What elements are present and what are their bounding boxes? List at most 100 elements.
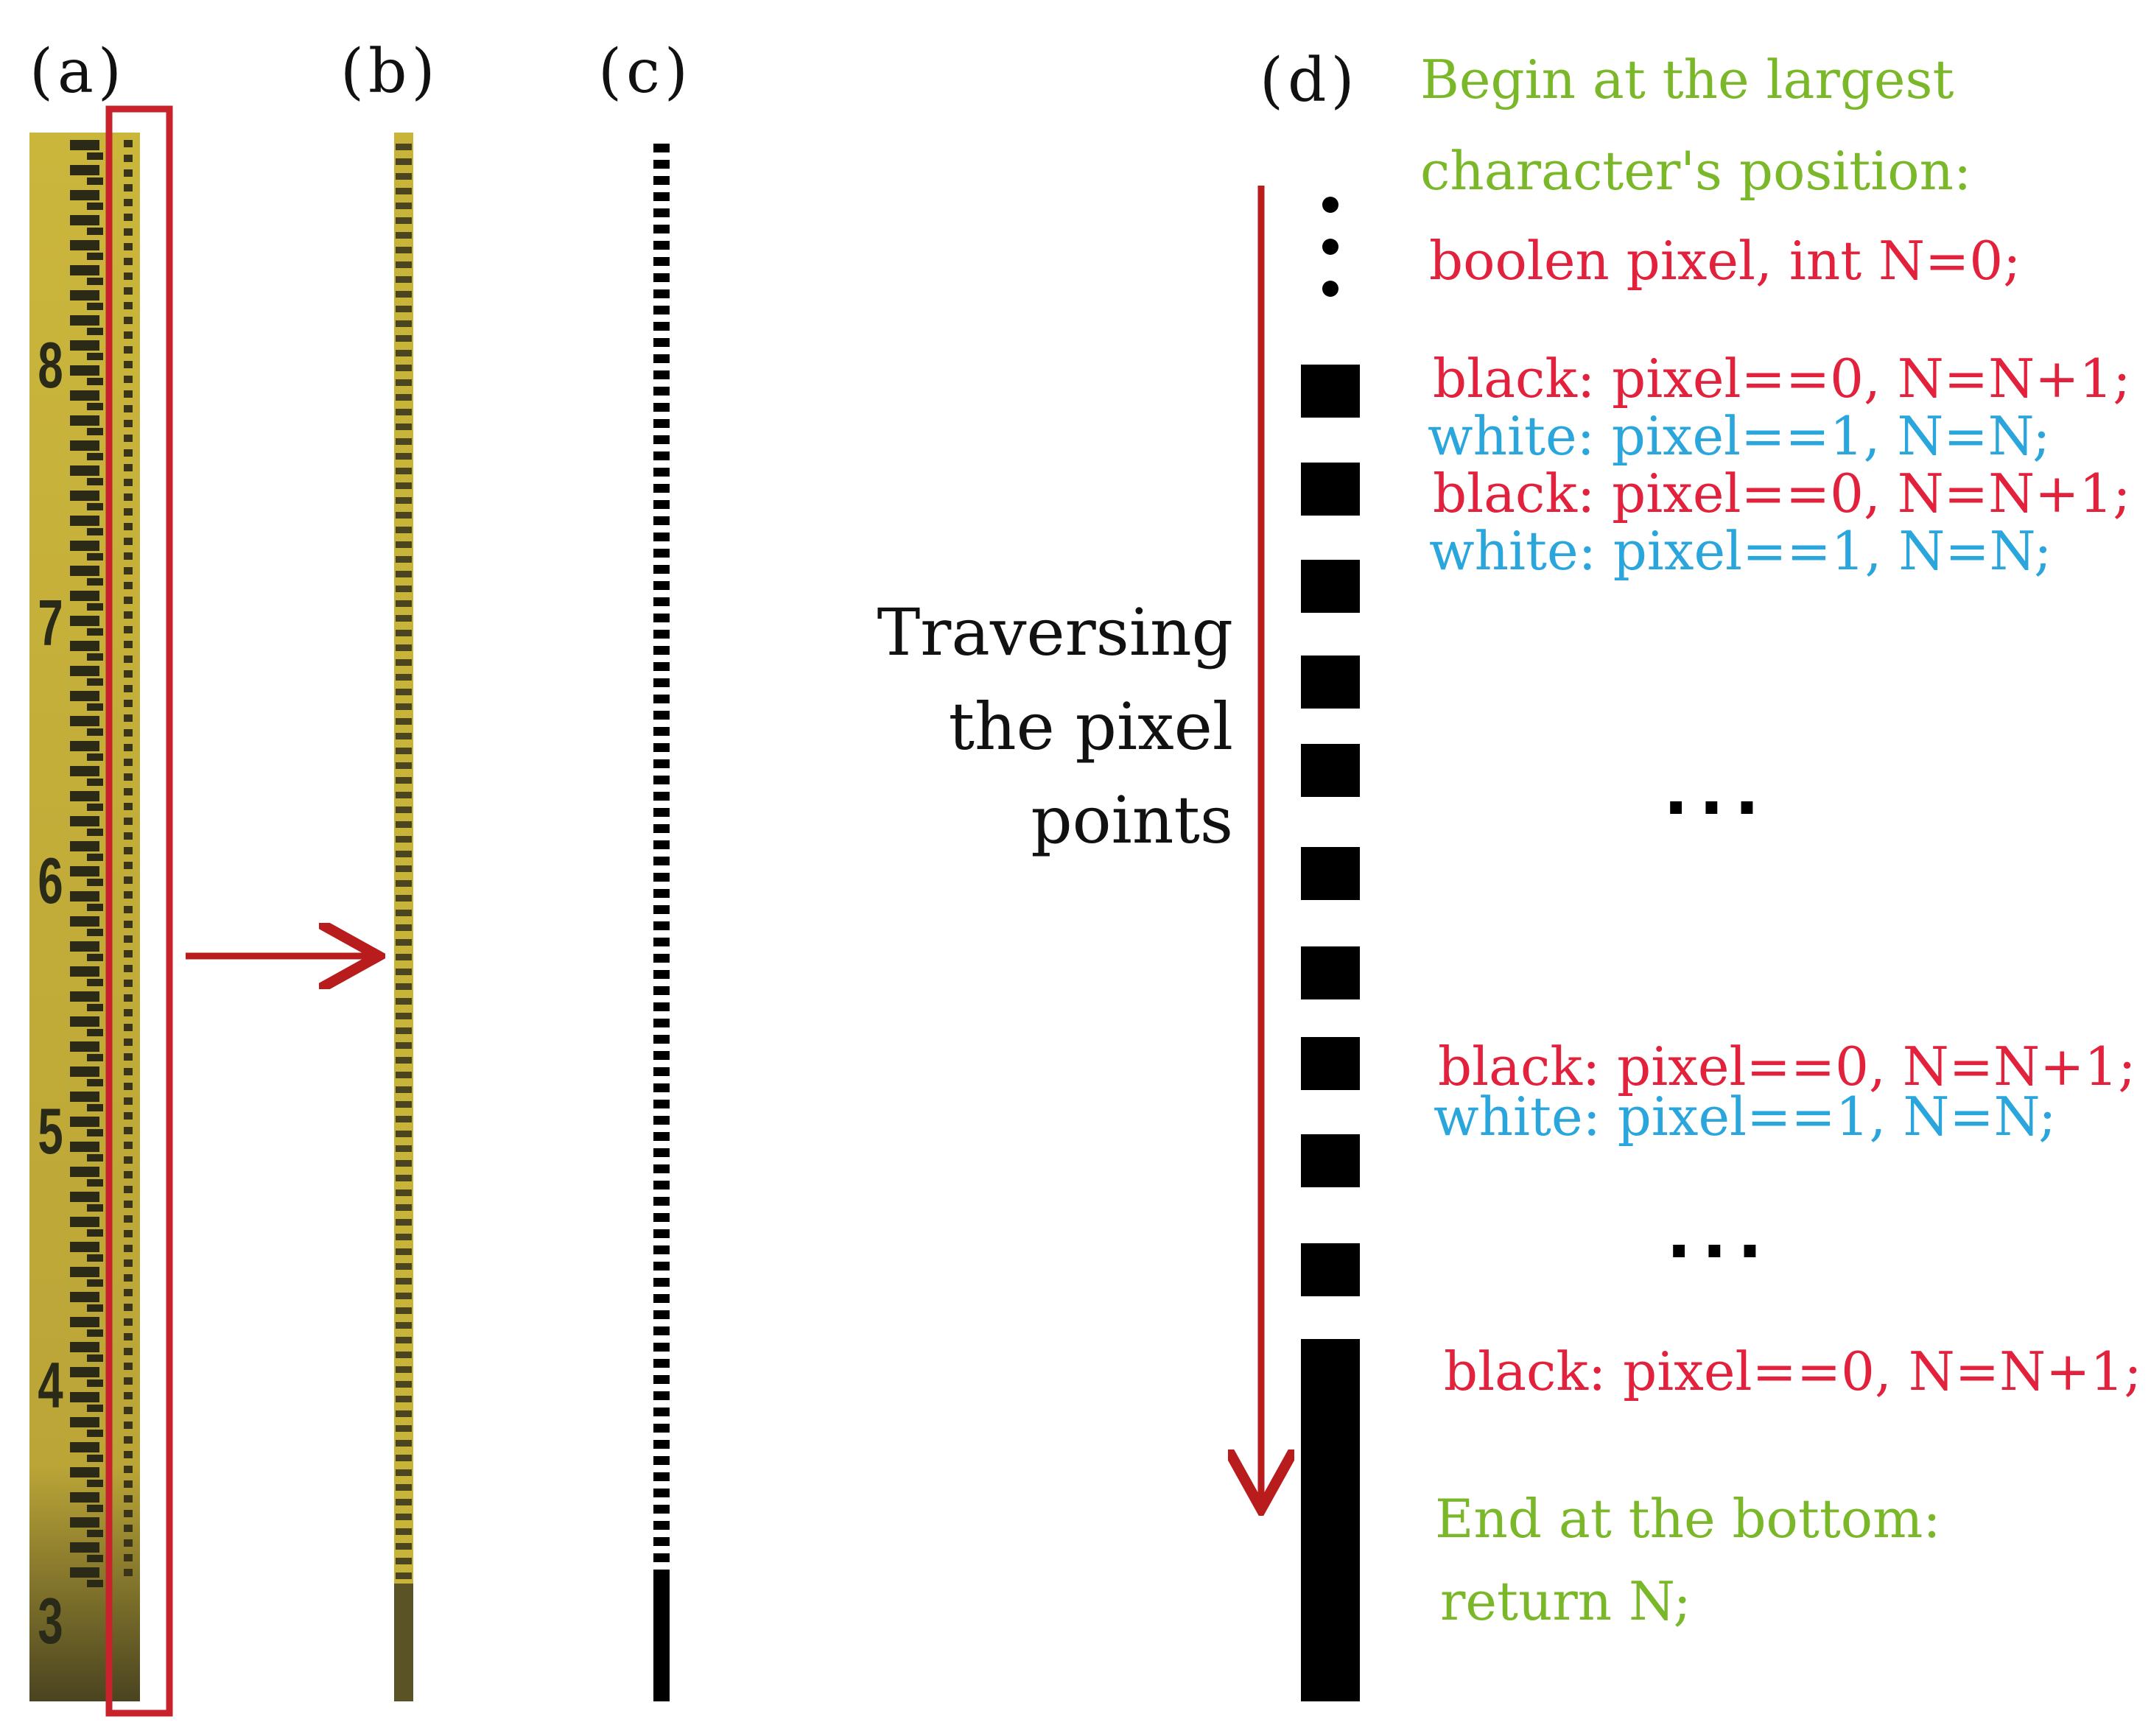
ruler-tick bbox=[70, 816, 99, 826]
ruler-tick bbox=[87, 403, 103, 410]
ruler-strip-mark bbox=[124, 788, 133, 795]
strip-c-mark bbox=[653, 451, 670, 460]
ruler-strip-mark bbox=[124, 1112, 133, 1120]
strip-c-bottom bbox=[653, 1576, 670, 1701]
ruler-strip-mark bbox=[124, 965, 133, 972]
strip-b-mark bbox=[396, 1278, 412, 1285]
ruler-tick bbox=[70, 390, 99, 401]
strip-b-mark bbox=[396, 939, 412, 946]
selection-box bbox=[105, 105, 173, 1717]
strip-b-mark bbox=[396, 468, 412, 474]
ruler-tick bbox=[87, 1455, 103, 1462]
top-dot bbox=[1322, 239, 1338, 255]
ruler-strip-mark bbox=[124, 626, 133, 633]
ruler-tick bbox=[87, 929, 103, 936]
ruler-strip-mark bbox=[124, 508, 133, 516]
ruler-strip-mark bbox=[124, 1039, 133, 1046]
strip-c-mark bbox=[653, 1035, 670, 1044]
ruler-tick bbox=[87, 1079, 103, 1086]
ruler-tick bbox=[70, 491, 99, 501]
ruler-strip-mark bbox=[124, 1083, 133, 1090]
strip-c-mark bbox=[653, 1197, 670, 1206]
black-step-3: black: pixel==0, N=N+1; bbox=[1438, 1036, 2136, 1097]
strip-b-mark bbox=[396, 512, 412, 519]
ruler-tick bbox=[70, 841, 99, 851]
strip-b-mark bbox=[396, 232, 412, 239]
strip-b-mark bbox=[396, 1514, 412, 1520]
ruler-tick bbox=[87, 879, 103, 886]
strip-b-mark bbox=[396, 836, 412, 843]
strip-b-mark bbox=[396, 571, 412, 577]
strip-c-mark bbox=[653, 533, 670, 541]
ruler-tick bbox=[70, 691, 99, 701]
ruler-strip-mark bbox=[124, 700, 133, 707]
binarized-strip-c bbox=[653, 144, 670, 1701]
ruler-tick bbox=[87, 1179, 103, 1187]
ruler-tick bbox=[70, 766, 99, 776]
strip-c-mark bbox=[653, 970, 670, 979]
ruler-tick bbox=[70, 1066, 99, 1077]
strip-b-mark bbox=[396, 306, 412, 312]
ruler-strip-mark bbox=[124, 331, 133, 339]
ruler-tick bbox=[87, 478, 103, 485]
ruler-tick bbox=[87, 578, 103, 586]
strip-c-mark bbox=[653, 435, 670, 444]
strip-d-block bbox=[1301, 365, 1360, 418]
strip-c-mark bbox=[653, 921, 670, 930]
strip-b-mark bbox=[396, 644, 412, 651]
ruler-tick bbox=[87, 152, 103, 160]
ruler-tick bbox=[70, 1142, 99, 1152]
strip-b-mark bbox=[396, 1543, 412, 1550]
strip-c-mark bbox=[653, 792, 670, 801]
strip-c-mark bbox=[653, 808, 670, 817]
strip-c-mark bbox=[653, 403, 670, 412]
ruler-tick bbox=[70, 465, 99, 476]
ruler-strip-mark bbox=[124, 1407, 133, 1414]
ruler-tick bbox=[70, 641, 99, 651]
ruler-tick bbox=[70, 1567, 99, 1578]
ruler-tick bbox=[70, 1417, 99, 1427]
ruler-tick bbox=[87, 1104, 103, 1111]
strip-b-mark bbox=[396, 674, 412, 681]
ruler-strip-mark bbox=[124, 1466, 133, 1473]
ruler-tick bbox=[70, 1041, 99, 1052]
ruler-tick bbox=[87, 303, 103, 310]
strip-b-mark bbox=[396, 158, 412, 165]
strip-c-mark bbox=[653, 1521, 670, 1530]
strip-c-mark bbox=[653, 273, 670, 282]
strip-b-mark bbox=[396, 438, 412, 445]
black-step-2: black: pixel==0, N=N+1; bbox=[1433, 463, 2131, 524]
strip-b-mark bbox=[396, 1410, 412, 1417]
strip-b-mark bbox=[396, 1337, 412, 1343]
strip-d-block bbox=[1301, 847, 1360, 900]
ruler-tick bbox=[87, 1154, 103, 1162]
strip-b-mark bbox=[396, 1072, 412, 1078]
ruler-strip-mark bbox=[124, 538, 133, 545]
strip-b-mark bbox=[396, 1057, 412, 1064]
ruler-tick bbox=[70, 716, 99, 726]
ruler-strip-mark bbox=[124, 361, 133, 368]
strip-c-mark bbox=[653, 1181, 670, 1189]
black-step-final: black: pixel==0, N=N+1; bbox=[1444, 1340, 2142, 1402]
strip-c-mark bbox=[653, 1424, 670, 1433]
strip-b-mark bbox=[396, 365, 412, 371]
ruler-strip-mark bbox=[124, 1097, 133, 1105]
ruler-strip-mark bbox=[124, 1068, 133, 1075]
strip-c-mark bbox=[653, 1019, 670, 1027]
ruler-strip-mark bbox=[124, 818, 133, 825]
strip-c-mark bbox=[653, 1505, 670, 1514]
ruler-strip-mark bbox=[124, 994, 133, 1002]
strip-c-mark bbox=[653, 1408, 670, 1416]
strip-c-mark bbox=[653, 192, 670, 201]
ruler-strip-mark bbox=[124, 1480, 133, 1488]
ruler-strip-mark bbox=[124, 729, 133, 737]
strip-b-mark bbox=[396, 1293, 412, 1299]
strip-c-mark bbox=[653, 500, 670, 509]
strip-c-mark bbox=[653, 549, 670, 558]
ruler-strip-mark bbox=[124, 685, 133, 692]
ruler-tick bbox=[70, 1217, 99, 1227]
ruler-tick bbox=[70, 1292, 99, 1302]
ruler-tick bbox=[70, 566, 99, 576]
strip-b-mark bbox=[396, 1219, 412, 1226]
strip-c-mark bbox=[653, 387, 670, 396]
